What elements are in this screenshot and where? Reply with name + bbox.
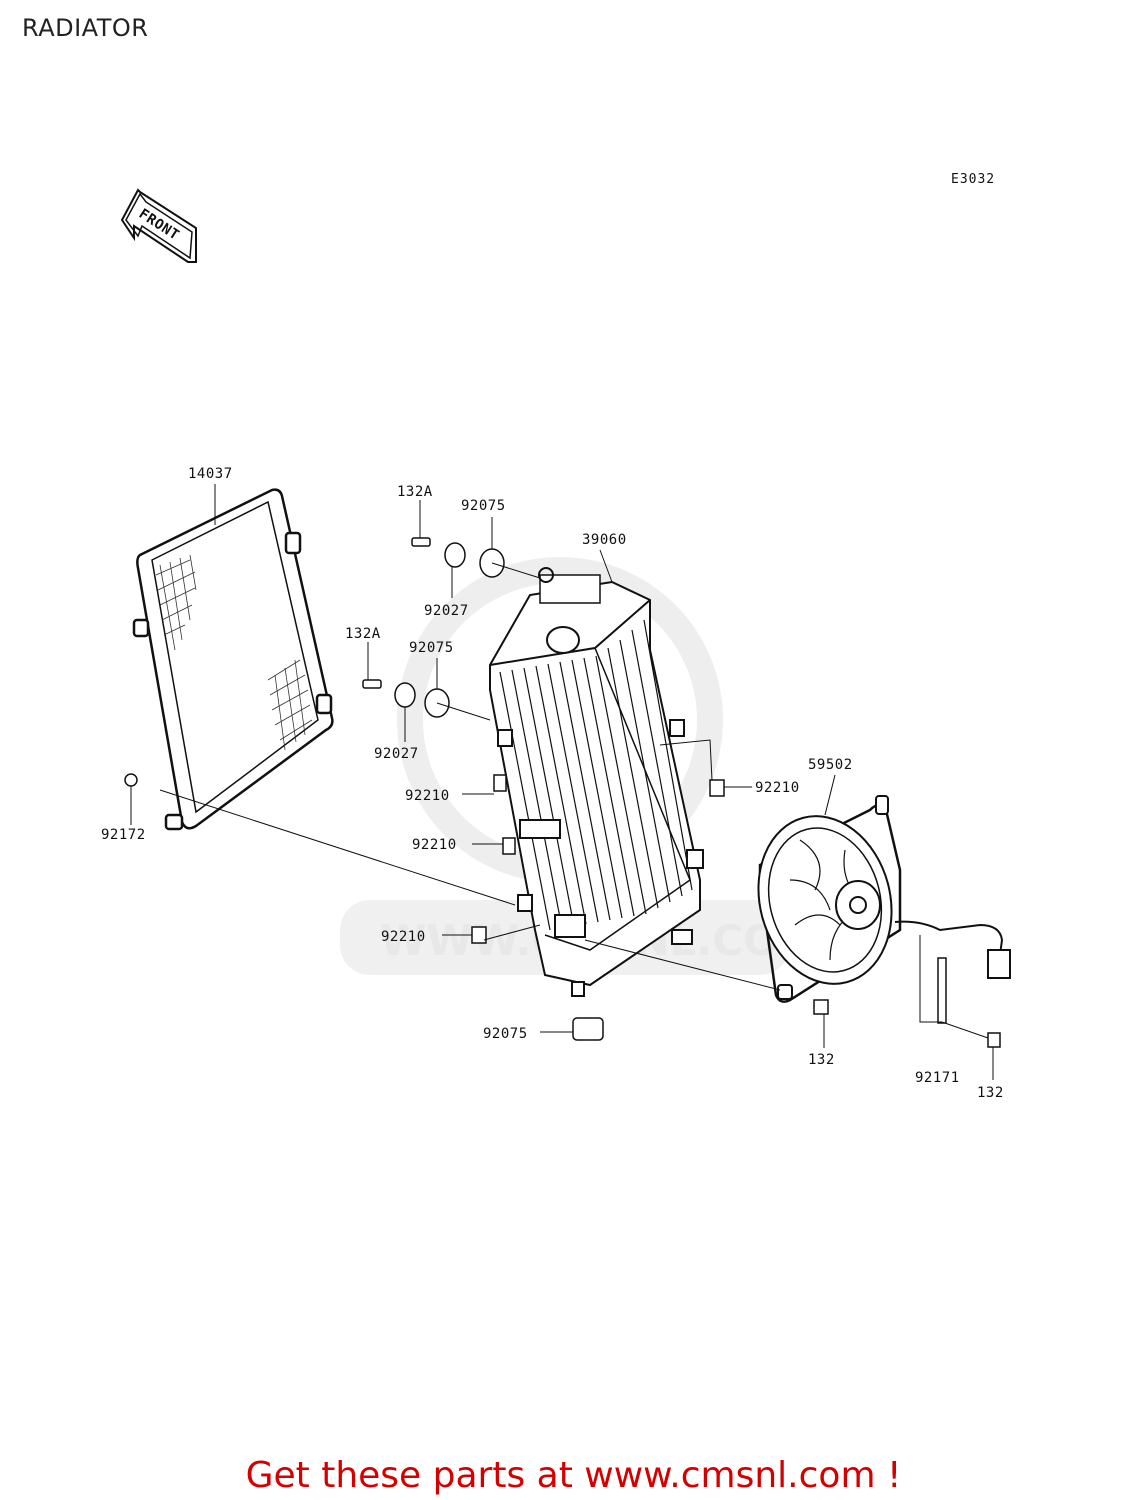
callouts: 14037 132A 92075 39060 92027 132A 92075 … xyxy=(101,466,1004,1101)
leader-lines xyxy=(130,484,994,1080)
radiator-grille xyxy=(132,488,334,831)
callout-92075-top: 92075 xyxy=(461,498,506,514)
callout-14037: 14037 xyxy=(188,466,233,482)
fasteners xyxy=(124,537,1001,1048)
radiator-parts-diagram: WWW.CMSNL.COM FRONT xyxy=(101,188,1011,1101)
diagram-code: E3032 xyxy=(951,172,996,187)
callout-59502: 59502 xyxy=(808,757,853,773)
callout-92210-2: 92210 xyxy=(412,837,457,853)
page-title: RADIATOR xyxy=(22,14,149,42)
callout-92172: 92172 xyxy=(101,827,146,843)
callout-92171: 92171 xyxy=(915,1070,960,1086)
callout-92027-mid: 92027 xyxy=(374,746,419,762)
callout-132a-top: 132A xyxy=(397,484,433,500)
front-arrow-icon: FRONT xyxy=(120,188,197,263)
cooling-fan xyxy=(757,795,1011,1024)
callout-92075-mid: 92075 xyxy=(409,640,454,656)
callout-132-clamp: 132 xyxy=(977,1085,1004,1101)
callout-92210-1: 92210 xyxy=(405,788,450,804)
callout-92075-bottom: 92075 xyxy=(483,1026,528,1042)
callout-92210-3: 92210 xyxy=(381,929,426,945)
radiator-core xyxy=(489,567,704,997)
callout-132a-mid: 132A xyxy=(345,626,381,642)
callout-92210-right: 92210 xyxy=(755,780,800,796)
callout-92027-top: 92027 xyxy=(424,603,469,619)
parts-link-banner[interactable]: Get these parts at www.cmsnl.com ! xyxy=(245,1455,902,1496)
callout-39060: 39060 xyxy=(582,532,627,548)
callout-132-fan: 132 xyxy=(808,1052,835,1068)
